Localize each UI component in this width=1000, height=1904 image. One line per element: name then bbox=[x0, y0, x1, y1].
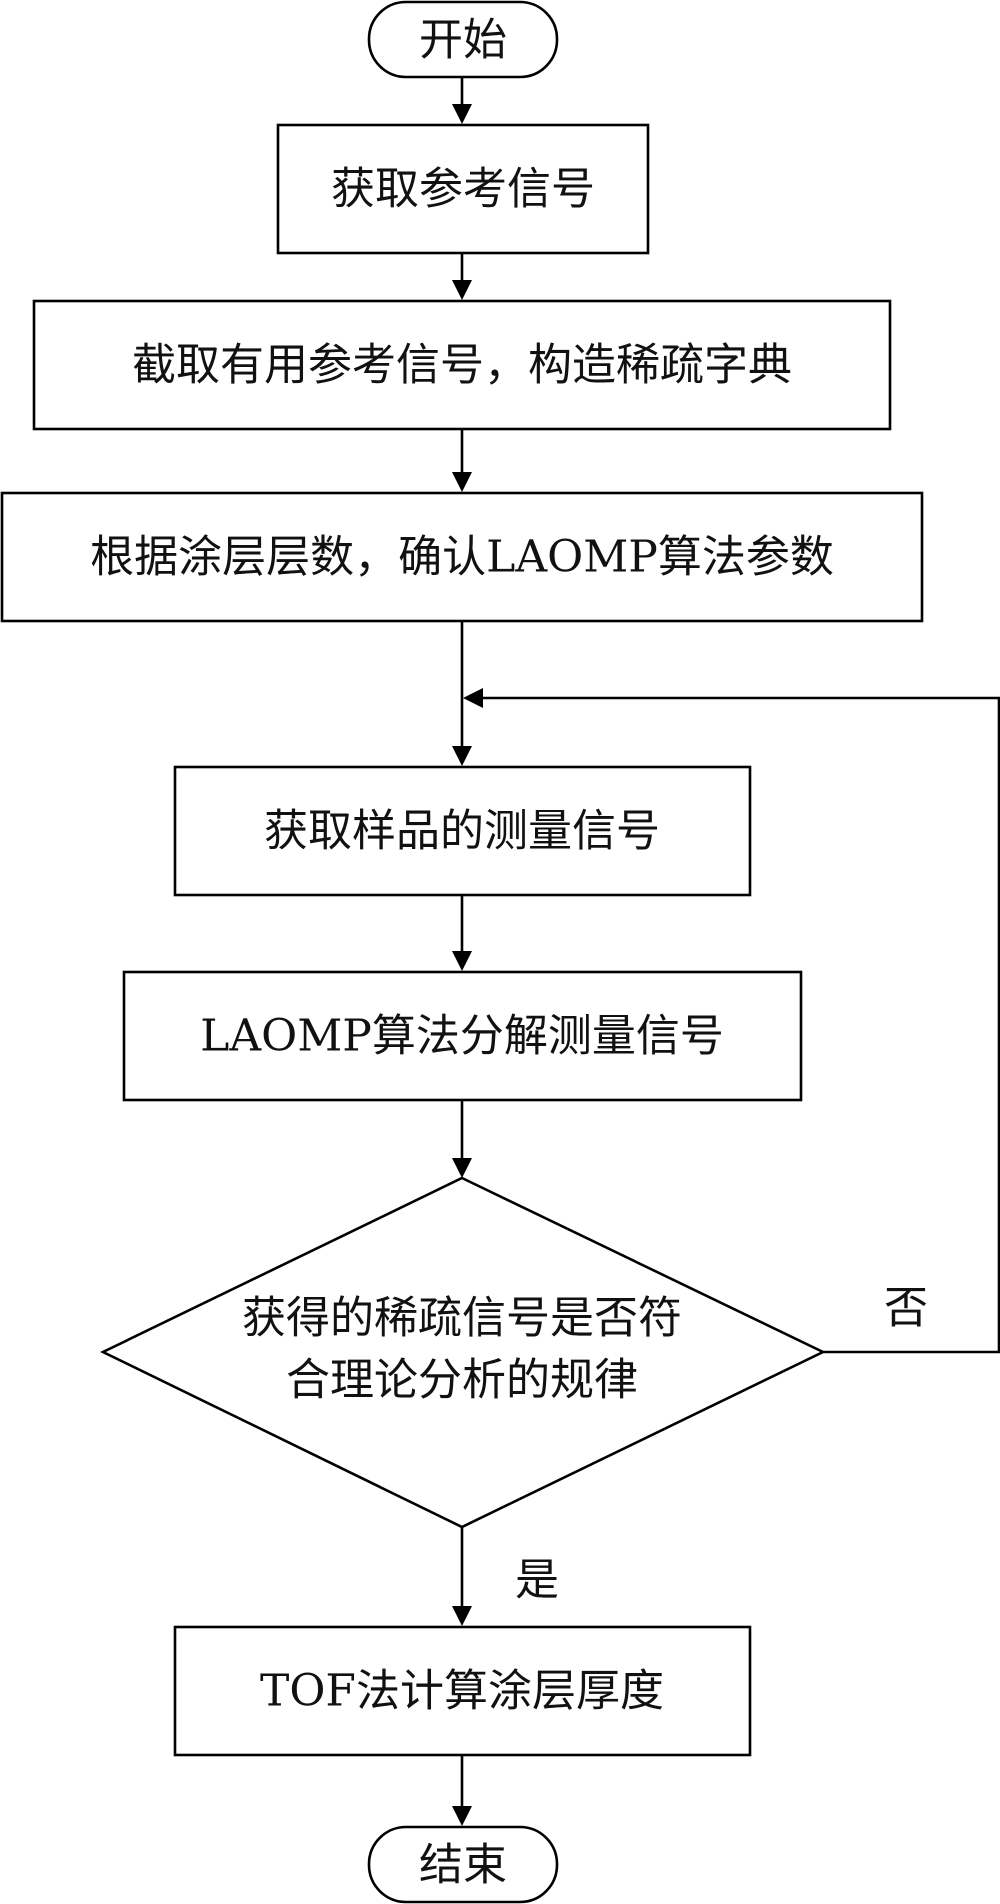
step-decompose: LAOMP算法分解测量信号 bbox=[122, 970, 803, 1102]
arrow-get-measurement-to-decompose bbox=[452, 895, 472, 971]
decision-label-line1: 获得的稀疏信号是否符 bbox=[242, 1293, 682, 1344]
arrow-start-to-get-reference bbox=[452, 77, 472, 124]
step-get-measurement: 获取样品的测量信号 bbox=[173, 765, 752, 897]
step-set-parameters: 根据涂层层数，确认LAOMP算法参数 bbox=[0, 491, 924, 623]
step-get-reference: 获取参考信号 bbox=[276, 123, 650, 255]
step-build-dictionary: 截取有用参考信号，构造稀疏字典 bbox=[32, 299, 892, 431]
branch-yes-label: 是 bbox=[515, 1555, 559, 1606]
step-compute-thickness-label: TOF法计算涂层厚度 bbox=[260, 1666, 664, 1717]
arrow-decompose-to-decision bbox=[452, 1100, 472, 1178]
step-get-reference-box bbox=[276, 123, 650, 255]
step-set-parameters-box bbox=[0, 491, 924, 623]
arrow-compute-to-end bbox=[452, 1755, 472, 1826]
start-label: 开始 bbox=[419, 15, 507, 66]
step-build-dictionary-label: 截取有用参考信号，构造稀疏字典 bbox=[132, 340, 792, 391]
arrow-decision-yes-to-compute: 是 bbox=[452, 1527, 559, 1626]
start-node: 开始 bbox=[367, 0, 559, 79]
end-label: 结束 bbox=[419, 1840, 507, 1891]
loop-back-no-branch: 否 bbox=[463, 688, 1000, 1354]
arrow-build-dictionary-to-set-parameters bbox=[452, 429, 472, 492]
decision-label-line2: 合理论分析的规律 bbox=[286, 1355, 638, 1406]
step-get-measurement-label: 获取样品的测量信号 bbox=[264, 806, 660, 857]
arrow-get-reference-to-build-dictionary bbox=[452, 253, 472, 300]
step-get-measurement-box bbox=[173, 765, 752, 897]
step-decompose-label: LAOMP算法分解测量信号 bbox=[200, 1011, 724, 1062]
step-get-reference-label: 获取参考信号 bbox=[331, 164, 595, 215]
decision-node: 获得的稀疏信号是否符 合理论分析的规律 bbox=[100, 1176, 826, 1529]
step-decompose-box bbox=[122, 970, 803, 1102]
decision-diamond bbox=[100, 1176, 826, 1529]
branch-no-label: 否 bbox=[884, 1283, 928, 1334]
end-node-shape bbox=[367, 1825, 559, 1904]
step-set-parameters-label: 根据涂层层数，确认LAOMP算法参数 bbox=[90, 532, 834, 583]
arrow-set-parameters-to-get-measurement bbox=[452, 621, 472, 766]
end-node: 结束 bbox=[367, 1825, 559, 1904]
step-compute-thickness: TOF法计算涂层厚度 bbox=[173, 1625, 752, 1757]
